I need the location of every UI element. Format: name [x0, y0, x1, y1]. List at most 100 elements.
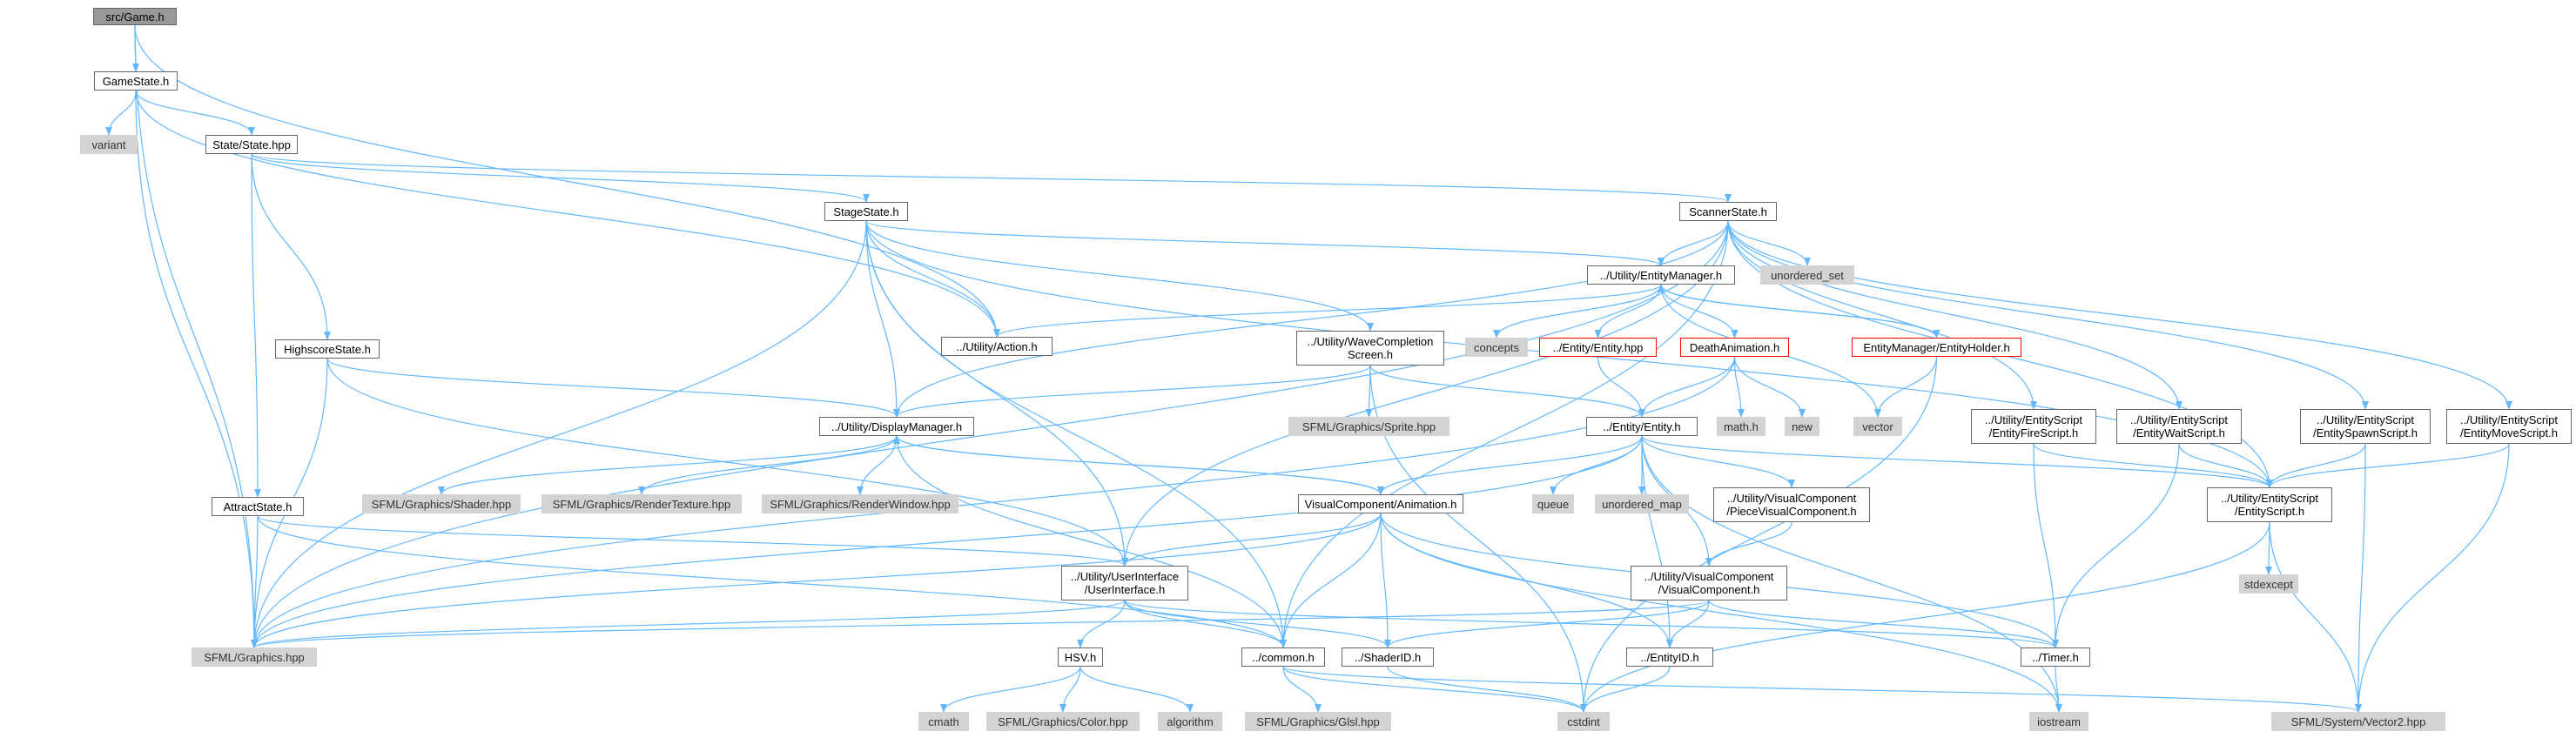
- node-rendertexture-hpp[interactable]: SFML/Graphics/RenderTexture.hpp: [541, 494, 742, 513]
- node-shaderid-h[interactable]: ../ShaderID.h: [1342, 647, 1434, 667]
- edge-entitywaitscript_h-to-entityscript_h: [2178, 443, 2273, 488]
- edge-common_h-to-glsl_hpp: [1282, 666, 1322, 713]
- node-gamestate-h[interactable]: GameState.h: [94, 71, 178, 91]
- node-scannerstate-h[interactable]: ScannerState.h: [1679, 202, 1777, 221]
- node-cstdint[interactable]: cstdint: [1557, 712, 1610, 731]
- edge-stagestate_h-to-wavecompletion_h: [865, 220, 1374, 332]
- node-entityid-h[interactable]: ../EntityID.h: [1626, 647, 1713, 667]
- node-iostream[interactable]: iostream: [2029, 712, 2088, 731]
- node-vector[interactable]: vector: [1853, 417, 1902, 436]
- node-label: ../Utility/DisplayManager.h: [831, 419, 963, 433]
- edge-animation_h-to-userinterface_h: [1121, 513, 1382, 567]
- node-concepts[interactable]: concepts: [1465, 338, 1528, 357]
- node-stagestate-h[interactable]: StageState.h: [824, 202, 908, 221]
- edge-game_h-to-graphics_hpp: [134, 24, 258, 648]
- node-stdexcept[interactable]: stdexcept: [2239, 574, 2298, 594]
- node-label: iostream: [2037, 715, 2081, 728]
- edge-visualcomponent_h-to-timer_h: [1708, 600, 2059, 648]
- node-label: /EntityWaitScript.h: [2133, 426, 2225, 439]
- node-entityspawnscript-h[interactable]: ../Utility/EntityScript/EntitySpawnScrip…: [2300, 409, 2431, 444]
- node-label: ScannerState.h: [1689, 205, 1767, 218]
- node-entityscript-h[interactable]: ../Utility/EntityScript/EntityScript.h: [2207, 487, 2332, 522]
- edge-animation_h-to-displaymanager_h: [893, 435, 1382, 495]
- node-entity-h[interactable]: ../Entity/Entity.h: [1586, 417, 1698, 436]
- edge-entityscript_h-to-cstdint: [1580, 521, 2270, 713]
- edge-scannerstate_h-to-entitymovescript_h: [1727, 220, 2512, 410]
- node-label: variant: [91, 138, 126, 151]
- edge-attractstate_h-to-graphics_hpp: [251, 515, 259, 648]
- node-label: VisualComponent/Animation.h: [1304, 497, 1457, 511]
- edge-userinterface_h-to-graphics_hpp: [251, 600, 1126, 648]
- edge-attractstate_h-to-common_h: [257, 515, 1287, 648]
- node-label: StageState.h: [833, 205, 899, 218]
- node-hsv-h[interactable]: HSV.h: [1058, 647, 1103, 667]
- node-vector2-hpp[interactable]: SFML/System/Vector2.hpp: [2271, 712, 2445, 731]
- node-src-game-h[interactable]: src/Game.h: [93, 8, 177, 25]
- node-unordered-map[interactable]: unordered_map: [1595, 494, 1689, 513]
- node-renderwindow-hpp[interactable]: SFML/Graphics/RenderWindow.hpp: [762, 494, 958, 513]
- node-deathanimation-h[interactable]: DeathAnimation.h: [1680, 338, 1789, 357]
- node-queue[interactable]: queue: [1532, 494, 1574, 513]
- node-label: cstdint: [1567, 715, 1600, 728]
- edge-scannerstate_h-to-common_h: [1280, 220, 1729, 648]
- node-cmath[interactable]: cmath: [918, 712, 969, 731]
- node-label: SFML/Graphics/Color.hpp: [998, 715, 1128, 728]
- edge-entityholder_h-to-cstdint: [1580, 356, 1938, 713]
- node-color-hpp[interactable]: SFML/Graphics/Color.hpp: [986, 712, 1140, 731]
- node-sfml-graphics-hpp[interactable]: SFML/Graphics.hpp: [192, 647, 317, 667]
- node-visualcomponent-h[interactable]: ../Utility/VisualComponent/VisualCompone…: [1631, 566, 1787, 600]
- node-label: queue: [1537, 497, 1570, 511]
- node-piecevisualcomponent-h[interactable]: ../Utility/VisualComponent/PieceVisualCo…: [1713, 487, 1870, 522]
- node-label: /UserInterface.h: [1084, 583, 1166, 596]
- node-highscorestate-h[interactable]: HighscoreState.h: [275, 339, 380, 359]
- node-label: ../Utility/Action.h: [956, 339, 1038, 353]
- edge-deathanimation_h-to-new: [1733, 356, 1806, 418]
- node-label: EntityManager/EntityHolder.h: [1863, 340, 2010, 354]
- node-state-hpp[interactable]: State/State.hpp: [205, 135, 298, 154]
- node-new[interactable]: new: [1785, 417, 1819, 436]
- node-label: ../Timer.h: [2032, 650, 2079, 664]
- node-sprite-hpp[interactable]: SFML/Graphics/Sprite.hpp: [1288, 417, 1449, 436]
- edge-entity_h-to-queue: [1550, 435, 1643, 495]
- edge-entityfirescript_h-to-timer_h: [2033, 443, 2059, 648]
- node-algorithm[interactable]: algorithm: [1158, 712, 1222, 731]
- node-entityholder-h[interactable]: EntityManager/EntityHolder.h: [1852, 338, 2021, 357]
- node-action-h[interactable]: ../Utility/Action.h: [941, 337, 1053, 356]
- node-label: /EntityMoveScript.h: [2460, 426, 2558, 439]
- node-userinterface-h[interactable]: ../Utility/UserInterface/UserInterface.h: [1061, 566, 1188, 600]
- edge-deathanimation_h-to-math_h: [1733, 356, 1745, 418]
- node-entitymanager-h[interactable]: ../Utility/EntityManager.h: [1587, 265, 1735, 285]
- edge-entity_h-to-entityid_h: [1641, 435, 1673, 648]
- edge-scannerstate_h-to-entityspawnscript_h: [1727, 220, 2369, 410]
- node-label: /EntitySpawnScript.h: [2313, 426, 2418, 439]
- node-timer-h[interactable]: ../Timer.h: [2021, 647, 2090, 667]
- node-displaymanager-h[interactable]: ../Utility/DisplayManager.h: [819, 417, 974, 436]
- node-glsl-hpp[interactable]: SFML/Graphics/Glsl.hpp: [1245, 712, 1391, 731]
- node-label: algorithm: [1167, 715, 1214, 728]
- edge-visualcomponent_h-to-graphics_hpp: [251, 600, 1710, 648]
- node-label: new: [1792, 419, 1813, 433]
- node-label: DeathAnimation.h: [1689, 340, 1780, 354]
- node-unordered-set[interactable]: unordered_set: [1760, 265, 1854, 285]
- node-attractstate-h[interactable]: AttractState.h: [212, 497, 304, 516]
- node-entitymovescript-h[interactable]: ../Utility/EntityScript/EntityMoveScript…: [2446, 409, 2572, 444]
- node-math-h[interactable]: math.h: [1717, 417, 1766, 436]
- node-animation-h[interactable]: VisualComponent/Animation.h: [1298, 494, 1463, 513]
- node-label: concepts: [1473, 340, 1520, 354]
- node-entity-hpp[interactable]: ../Entity/Entity.hpp: [1539, 338, 1657, 357]
- node-shader-hpp[interactable]: SFML/Graphics/Shader.hpp: [362, 494, 521, 513]
- node-label: ../Utility/EntityScript: [2317, 413, 2414, 426]
- edge-gamestate_h-to-action_h: [135, 90, 1000, 338]
- edge-entityfirescript_h-to-entityscript_h: [2033, 443, 2273, 488]
- edge-stagestate_h-to-graphics_hpp: [251, 220, 867, 648]
- edge-state_hpp-to-stagestate_h: [251, 153, 870, 203]
- edge-scannerstate_h-to-displaymanager_h: [893, 220, 1729, 418]
- node-entityfirescript-h[interactable]: ../Utility/EntityScript/EntityFireScript…: [1971, 409, 2096, 444]
- edge-displaymanager_h-to-shader_hpp: [438, 435, 898, 495]
- node-variant[interactable]: variant: [80, 135, 138, 154]
- node-entitywaitscript-h[interactable]: ../Utility/EntityScript/EntityWaitScript…: [2116, 409, 2242, 444]
- edge-animation_h-to-graphics_hpp: [251, 513, 1382, 648]
- node-common-h[interactable]: ../common.h: [1241, 647, 1325, 667]
